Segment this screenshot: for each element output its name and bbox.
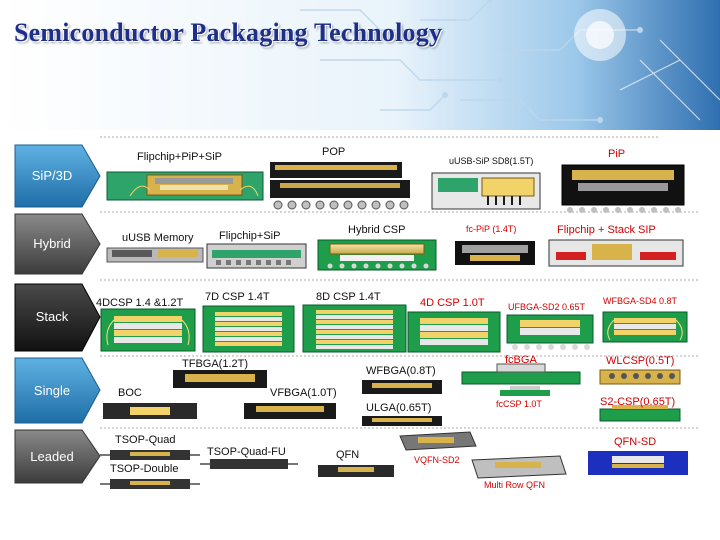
- boc-package: [103, 403, 197, 419]
- category-label: Stack: [35, 309, 69, 324]
- label-wfbga: WFBGA(0.8T): [366, 365, 436, 377]
- label-fc-pip: fc-PiP (1.4T): [466, 224, 517, 234]
- category-label: SiP/3D: [31, 168, 73, 183]
- tsop-double-package: [100, 479, 200, 489]
- hybrid-csp-package: [317, 239, 437, 271]
- label-s2csp: S2-CSP(0.65T): [600, 396, 676, 408]
- tfbga-package: [173, 370, 267, 388]
- flipchip-stack-sip-package: [548, 239, 684, 267]
- category-arrow-single: [14, 357, 101, 424]
- dcsp4-package: [100, 308, 196, 352]
- fcbga-package: [461, 363, 581, 385]
- category-label: Leaded: [30, 449, 74, 464]
- label-multi-row-qfn: Multi Row QFN: [484, 480, 546, 490]
- fccsp-package: [500, 386, 550, 396]
- wfbga-sd4-package: [602, 311, 688, 343]
- qfn-package: [318, 465, 394, 477]
- vfbga-package: [244, 403, 336, 419]
- label-csp7d: 7D CSP 1.4T: [205, 291, 270, 303]
- uusb-memory-package: [106, 247, 204, 263]
- page-title: Semiconductor Packaging Technology: [14, 18, 443, 47]
- label-vqfn-sd2: VQFN-SD2: [414, 455, 460, 465]
- label-csp4d: 4D CSP 1.0T: [420, 297, 485, 309]
- csp8d-package: [302, 304, 407, 353]
- multi-row-qfn-package: [471, 455, 567, 479]
- label-qfn: QFN: [336, 449, 360, 461]
- label-boc: BOC: [118, 387, 142, 399]
- header-banner: [0, 0, 720, 130]
- label-flipchip-stack-sip: Flipchip + Stack SIP: [557, 224, 656, 236]
- label-uusb-sip: uUSB-SiP SD8(1.5T): [449, 156, 534, 166]
- label-tsop-quad-fu: TSOP-Quad-FU: [207, 446, 286, 458]
- label-pop: POP: [322, 146, 346, 158]
- label-ufbga-sd2: UFBGA-SD2 0.65T: [508, 302, 586, 312]
- csp7d-package: [202, 305, 295, 353]
- flipchip-sip-package: [206, 243, 307, 269]
- label-wlcsp: WLCSP(0.5T): [606, 355, 675, 367]
- label-flipchip-pip-sip: Flipchip+PiP+SiP: [137, 151, 222, 163]
- label-tfbga: TFBGA(1.2T): [182, 358, 249, 370]
- ulga-package: [362, 416, 442, 426]
- label-ulga: ULGA(0.65T): [366, 402, 432, 414]
- qfn-sd-package: [588, 451, 688, 475]
- pip-package: [561, 164, 685, 213]
- pop-package: [270, 162, 410, 210]
- category-label: Single: [33, 383, 71, 398]
- label-tsop-quad: TSOP-Quad: [115, 434, 176, 446]
- label-fcbga: fcBGA: [505, 354, 537, 366]
- label-dcsp4: 4DCSP 1.4 &1.2T: [96, 297, 184, 309]
- ufbga-sd2-package: [506, 314, 594, 350]
- flipchip-pip-sip-package: [106, 171, 264, 201]
- tsop-quad-package: [100, 450, 200, 460]
- category-arrow-hybrid: [14, 213, 101, 275]
- label-pip: PiP: [608, 148, 626, 160]
- fc-pip-package: [455, 241, 535, 265]
- label-flipchip-sip: Flipchip+SiP: [219, 230, 281, 242]
- wfbga-package: [362, 380, 442, 394]
- label-tsop-double: TSOP-Double: [110, 463, 179, 475]
- label-wfbga-sd4: WFBGA-SD4 0.8T: [603, 296, 678, 306]
- category-arrow-leaded: [14, 429, 101, 484]
- uusb-sip-package: [431, 172, 541, 210]
- category-arrow-sip: [14, 144, 101, 208]
- label-qfn-sd: QFN-SD: [614, 436, 657, 448]
- wlcsp-package: [599, 369, 681, 385]
- category-arrow-stack: [14, 283, 101, 352]
- tsop-quad-fu-package: [200, 459, 298, 469]
- category-label: Hybrid: [33, 236, 71, 251]
- label-csp8d: 8D CSP 1.4T: [316, 291, 381, 303]
- csp4d-package: [407, 311, 501, 353]
- s2csp-package: [599, 405, 681, 422]
- vqfn-sd2-package: [399, 431, 477, 451]
- label-hybrid-csp: Hybrid CSP: [348, 224, 406, 236]
- label-fccsp: fcCSP 1.0T: [496, 399, 542, 409]
- label-uusb-memory: uUSB Memory: [122, 232, 194, 244]
- label-vfbga: VFBGA(1.0T): [270, 387, 337, 399]
